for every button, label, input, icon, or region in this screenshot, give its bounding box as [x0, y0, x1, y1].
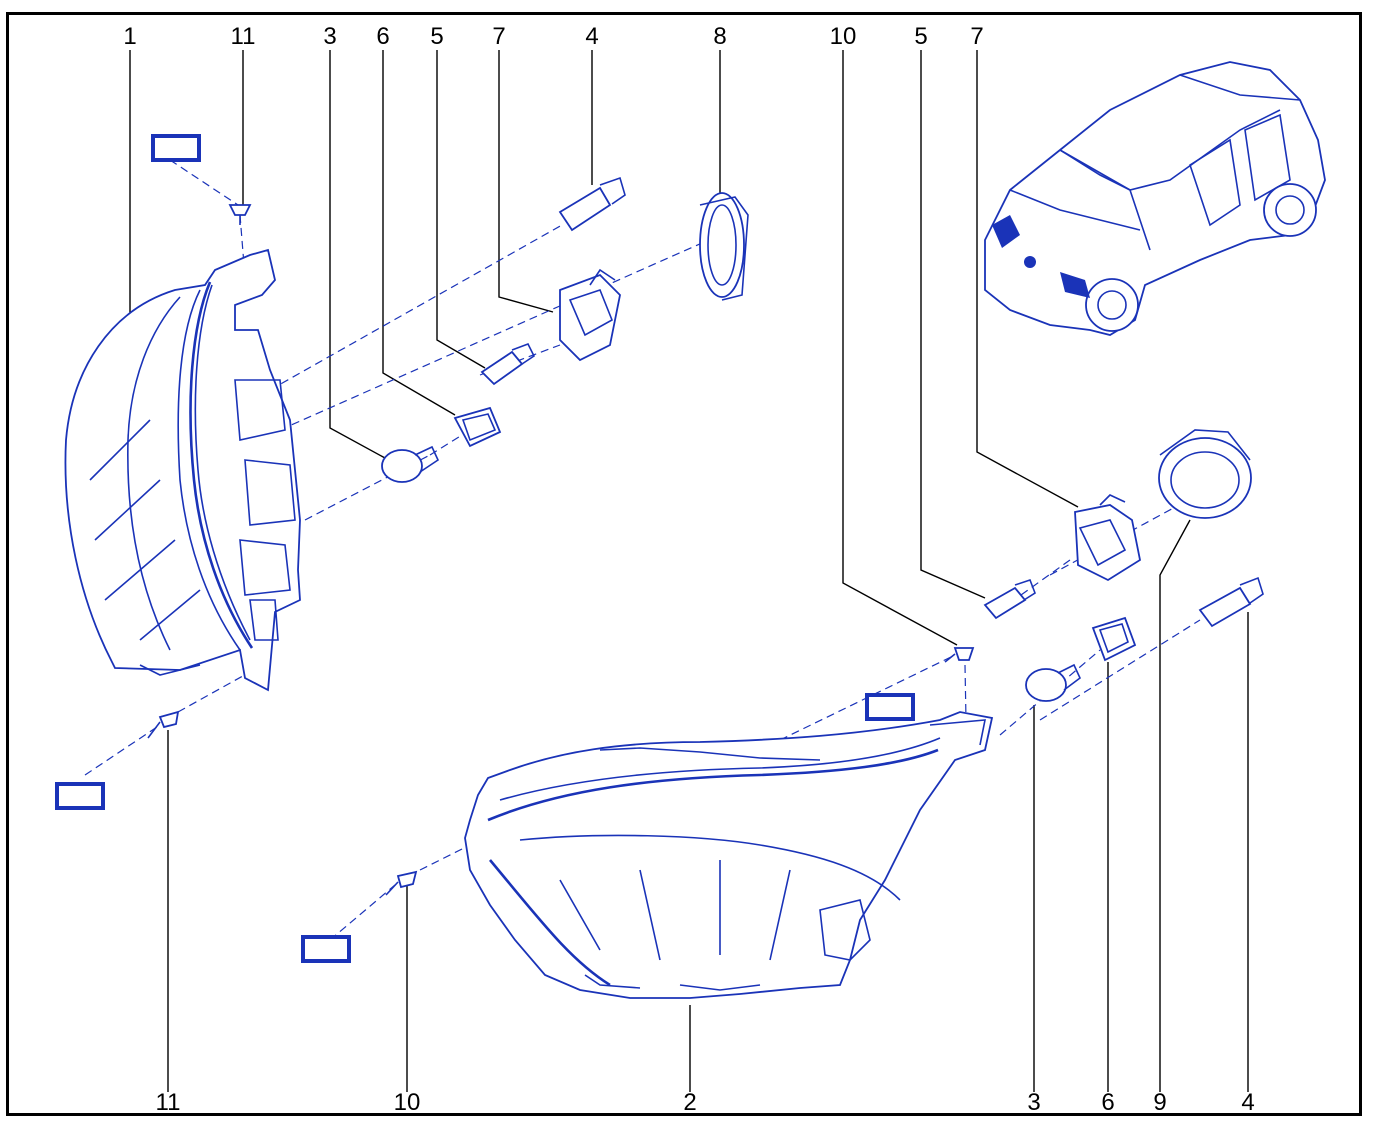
callout-10-bottom: 10	[394, 1089, 421, 1116]
callout-10-top: 10	[830, 23, 857, 50]
callout-4-top: 4	[585, 23, 598, 50]
vehicle-locator-icon	[984, 61, 1326, 336]
callout-7-top-left: 7	[492, 23, 505, 50]
callout-1: 1	[123, 23, 136, 50]
leader-lines	[129, 50, 1249, 1092]
callout-6-top: 6	[376, 23, 389, 50]
callout-2: 2	[683, 1089, 696, 1116]
callout-7-top-right: 7	[970, 23, 983, 50]
sealant-symbol-icon	[55, 134, 915, 963]
callout-5-top-right: 5	[914, 23, 927, 50]
callout-11-top: 11	[231, 23, 256, 50]
callout-labels-top: 1 11 3 6 5 7 4 8 10 5 7	[123, 23, 983, 50]
callout-5-top-left: 5	[430, 23, 443, 50]
callout-4-bottom: 4	[1241, 1089, 1254, 1116]
left-bulb-set	[381, 176, 749, 483]
callout-labels-bottom: 11 10 2 3 6 9 4	[156, 1089, 1255, 1116]
callout-3-top: 3	[323, 23, 336, 50]
right-bulb-set	[983, 429, 1264, 702]
right-headlamp-unit	[464, 711, 994, 999]
callout-6-bottom: 6	[1101, 1089, 1114, 1116]
callout-9: 9	[1153, 1089, 1166, 1116]
left-headlamp-unit	[64, 248, 301, 692]
screw-icon	[147, 204, 975, 896]
callout-3-bottom: 3	[1027, 1089, 1040, 1116]
callout-8: 8	[713, 23, 726, 50]
callout-11-bottom: 11	[156, 1089, 181, 1116]
